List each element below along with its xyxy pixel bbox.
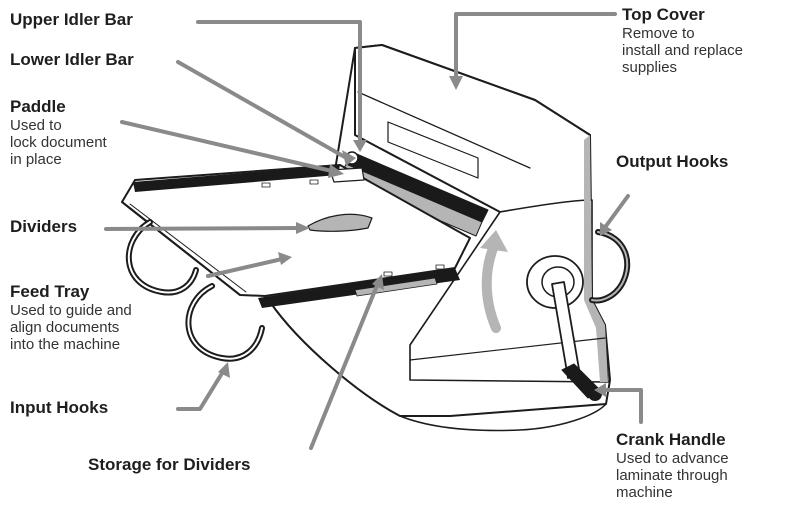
- arrowhead-paddle: [328, 164, 344, 178]
- arrowhead-storage-for-dividers: [372, 274, 384, 290]
- leader-output-hooks: [604, 194, 630, 228]
- base-foot: [399, 403, 607, 432]
- leader-feed-tray: [206, 257, 284, 278]
- top-cover-desc-line: install and replace: [622, 41, 743, 59]
- leader-dividers: [104, 226, 302, 231]
- rotation-arrow-head: [480, 230, 508, 252]
- crank-handle-desc-line: Used to advance: [616, 449, 729, 467]
- output-hook: [589, 229, 631, 304]
- leader-input-hooks: [176, 368, 226, 411]
- crank-handle-desc-line: machine: [616, 484, 673, 502]
- leader-crank-handle: [600, 388, 643, 424]
- label-storage-for-dividers: Storage for Dividers: [88, 455, 251, 475]
- paddle-desc-line: Used to: [10, 116, 62, 134]
- arrowhead-output-hooks: [600, 222, 612, 236]
- tray-slot: [435, 264, 445, 270]
- feed-tray-desc-line: into the machine: [10, 336, 121, 354]
- leader-upper-idler-bar: [196, 20, 362, 147]
- label-input-hooks: Input Hooks: [10, 398, 108, 418]
- arrowhead-dividers: [296, 222, 310, 234]
- leader-lower-idler-bar: [176, 60, 352, 162]
- tray-back-rail: [133, 165, 340, 192]
- cover-window: [387, 121, 479, 179]
- leader-storage-for-dividers: [309, 281, 380, 450]
- label-feed-tray: Feed Tray Used to guide and align docume…: [10, 282, 132, 353]
- input-hooks-title: Input Hooks: [10, 398, 109, 417]
- lower-idler-bar-title: Lower Idler Bar: [10, 50, 134, 69]
- input-hook-lower-highlight: [187, 285, 263, 360]
- tray-front-edge: [121, 201, 241, 296]
- arrowhead-crank-handle: [594, 383, 606, 397]
- divider-piece: [307, 213, 373, 232]
- arrowhead-feed-tray: [278, 252, 292, 265]
- output-hook-highlight: [591, 231, 629, 302]
- feed-tray-title: Feed Tray: [10, 282, 90, 301]
- rotation-arrow: [481, 241, 501, 333]
- tray-slot: [261, 182, 271, 188]
- dividers-title: Dividers: [10, 217, 78, 236]
- label-upper-idler-bar: Upper Idler Bar: [10, 10, 133, 30]
- side-shadow: [584, 135, 608, 382]
- leader-top-cover: [454, 12, 617, 82]
- feed-tray-desc-line: align documents: [10, 318, 120, 336]
- tray-front-edge-inner: [129, 203, 247, 293]
- tray-slot: [383, 271, 393, 277]
- tray-slot: [309, 179, 319, 185]
- storage-for-dividers-title: Storage for Dividers: [88, 455, 251, 474]
- feed-tray-desc-line: Used to guide and: [10, 301, 132, 319]
- paddle-title: Paddle: [10, 97, 66, 116]
- crank-handle-title: Crank Handle: [616, 430, 726, 449]
- label-top-cover: Top Cover Remove to install and replace …: [622, 5, 743, 76]
- arrowhead-top-cover: [449, 76, 463, 90]
- output-hooks-title: Output Hooks: [616, 152, 729, 171]
- top-cover-desc-line: Remove to: [622, 24, 695, 42]
- tray-front-rail: [258, 268, 460, 308]
- leader-paddle: [120, 120, 338, 174]
- input-hook-upper-highlight: [127, 221, 197, 294]
- arrowhead-lower-idler-bar: [342, 150, 356, 166]
- paddle-desc-line: in place: [10, 151, 62, 169]
- arrowhead-input-hooks: [218, 362, 230, 378]
- top-cover-title: Top Cover: [622, 5, 705, 24]
- label-paddle: Paddle Used to lock document in place: [10, 97, 107, 168]
- paddle-desc-line: lock document: [10, 133, 107, 151]
- crank-handle-desc-line: laminate through: [616, 466, 728, 484]
- upper-idler-bar-title: Upper Idler Bar: [10, 10, 133, 29]
- label-output-hooks: Output Hooks: [616, 152, 728, 172]
- arrowhead-upper-idler-bar: [353, 140, 367, 152]
- label-crank-handle: Crank Handle Used to advance laminate th…: [616, 430, 729, 501]
- label-dividers: Dividers: [10, 217, 77, 237]
- top-cover-edge: [357, 91, 531, 169]
- label-lower-idler-bar: Lower Idler Bar: [10, 50, 134, 70]
- top-cover-desc-line: supplies: [622, 59, 678, 77]
